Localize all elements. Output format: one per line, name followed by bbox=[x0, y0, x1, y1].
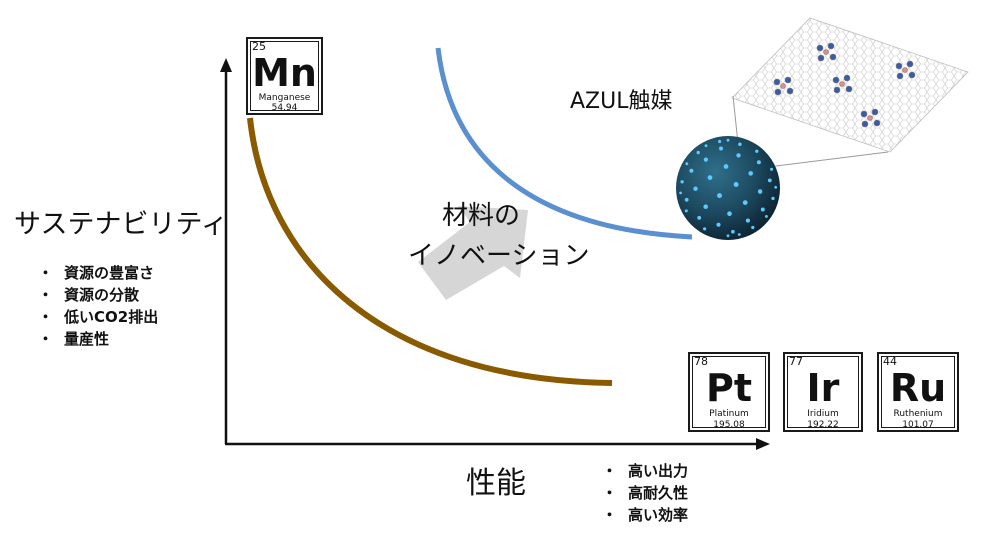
element-symbol: Ru bbox=[889, 366, 947, 410]
sphere-dot bbox=[707, 175, 713, 180]
list-item: ・高い出力 bbox=[602, 462, 689, 480]
sphere-dot bbox=[726, 138, 730, 142]
atomic-mass: 195.08 bbox=[713, 420, 745, 430]
sphere-dot bbox=[689, 168, 694, 173]
graphene-sheet bbox=[731, 17, 969, 153]
list-item-text: 資源の分散 bbox=[64, 286, 140, 304]
sphere-dot bbox=[679, 191, 682, 195]
element-tile-iridium: 77 Ir Iridium 192.22 bbox=[783, 352, 863, 432]
sphere-dot bbox=[697, 215, 702, 220]
element-tile-ruthenium: 44 Ru Ruthenium 101.07 bbox=[877, 352, 959, 432]
sphere-dot bbox=[751, 225, 755, 230]
sphere-dot bbox=[738, 142, 742, 147]
sphere-dot bbox=[731, 229, 735, 234]
element-name: Platinum bbox=[709, 409, 749, 419]
element-symbol: Pt bbox=[705, 366, 752, 410]
list-item: ・高耐久性 bbox=[602, 484, 689, 502]
y-axis-arrowhead bbox=[220, 58, 232, 72]
sphere-dot bbox=[703, 227, 707, 231]
sphere-dot bbox=[718, 139, 722, 144]
sphere-dot bbox=[771, 196, 775, 201]
molecule-cluster bbox=[816, 42, 837, 62]
element-tile-manganese: 25 Mn Manganese 54.94 bbox=[246, 37, 323, 115]
sphere-surface-dots bbox=[679, 138, 778, 238]
element-name: Iridium bbox=[807, 409, 839, 419]
sphere-dot bbox=[684, 197, 689, 202]
atomic-number: 77 bbox=[789, 355, 803, 368]
molecule-cluster bbox=[895, 60, 916, 80]
atomic-mass: 192.22 bbox=[807, 420, 839, 430]
innovation-label-line2: イノベーション bbox=[408, 241, 590, 271]
sphere-dot bbox=[680, 180, 684, 184]
axes bbox=[220, 58, 770, 450]
catalyst-label: AZUL触媒 bbox=[570, 89, 673, 114]
molecule-clusters bbox=[773, 42, 916, 128]
sphere-dot bbox=[770, 167, 774, 171]
catalyst-sphere bbox=[676, 136, 780, 240]
sphere-dot bbox=[719, 146, 723, 151]
sphere-dot bbox=[716, 222, 721, 227]
element-tile-platinum: 78 Pt Platinum 195.08 bbox=[688, 352, 770, 432]
sphere-dot bbox=[703, 204, 708, 209]
sphere-dot bbox=[748, 171, 754, 176]
list-item-text: 高い出力 bbox=[628, 462, 689, 480]
sphere-dot bbox=[704, 144, 708, 148]
atomic-number: 44 bbox=[883, 355, 897, 368]
sphere-dot bbox=[756, 160, 761, 165]
atomic-mass: 101.07 bbox=[902, 420, 934, 430]
sphere-dot bbox=[774, 185, 778, 189]
list-item: ・低いCO2排出 bbox=[38, 308, 159, 326]
sphere-dot bbox=[726, 234, 730, 238]
sphere-dot bbox=[717, 193, 722, 199]
atomic-mass: 54.94 bbox=[271, 103, 298, 113]
molecule-cluster bbox=[832, 74, 853, 94]
x-axis-label: 性能 bbox=[466, 466, 526, 501]
sphere-dot bbox=[767, 178, 772, 183]
sphere-dot bbox=[742, 200, 748, 205]
molecule-cluster bbox=[860, 108, 881, 128]
sphere-dot bbox=[723, 164, 729, 169]
innovation-arrow bbox=[418, 206, 528, 300]
sphere-dot bbox=[760, 207, 765, 212]
list-item-text: 高耐久性 bbox=[628, 484, 689, 502]
sphere-dot bbox=[755, 149, 759, 153]
molecule-cluster bbox=[773, 76, 794, 96]
sphere-dot bbox=[745, 218, 750, 223]
sphere-dot bbox=[685, 162, 689, 166]
sphere-dot bbox=[757, 189, 763, 194]
sphere-dot bbox=[684, 209, 688, 213]
sphere-dot bbox=[727, 211, 732, 217]
atomic-number: 25 bbox=[252, 40, 266, 53]
element-symbol: Mn bbox=[252, 51, 317, 95]
molecular-sheet-illustration bbox=[731, 17, 969, 171]
element-symbol: Ir bbox=[806, 366, 840, 410]
sphere-body bbox=[676, 136, 780, 240]
list-item: ・資源の分散 bbox=[38, 286, 140, 304]
list-item: ・資源の豊富さ bbox=[38, 264, 155, 282]
innovation-curve bbox=[435, 47, 693, 240]
list-item: ・量産性 bbox=[38, 330, 110, 348]
list-item: ・高い効率 bbox=[602, 506, 689, 524]
element-name: Manganese bbox=[258, 93, 311, 103]
y-axis-label: サステナビリティ bbox=[14, 209, 228, 240]
x-axis-arrowhead bbox=[756, 438, 770, 450]
performance-points-list: ・高い出力 ・高耐久性 ・高い効率 bbox=[602, 460, 688, 526]
sphere-dot bbox=[693, 186, 698, 191]
sphere-dot bbox=[703, 157, 709, 162]
sphere-dot bbox=[696, 150, 700, 155]
innovation-label-line1: 材料の bbox=[442, 201, 521, 231]
legacy-tradeoff-curve bbox=[247, 117, 613, 386]
sphere-dot bbox=[764, 214, 768, 218]
list-item-text: 高い効率 bbox=[628, 506, 689, 524]
sphere-dot bbox=[733, 182, 739, 187]
list-item-text: 低いCO2排出 bbox=[64, 308, 159, 326]
sphere-dot bbox=[737, 233, 741, 236]
list-item-text: 資源の豊富さ bbox=[64, 264, 155, 282]
sustainability-points-list: ・資源の豊富さ ・資源の分散 ・低いCO2排出 ・量産性 bbox=[38, 262, 158, 350]
sphere-dot bbox=[736, 153, 741, 158]
atomic-number: 78 bbox=[694, 355, 708, 368]
element-name: Ruthenium bbox=[893, 409, 943, 419]
list-item-text: 量産性 bbox=[64, 330, 110, 348]
